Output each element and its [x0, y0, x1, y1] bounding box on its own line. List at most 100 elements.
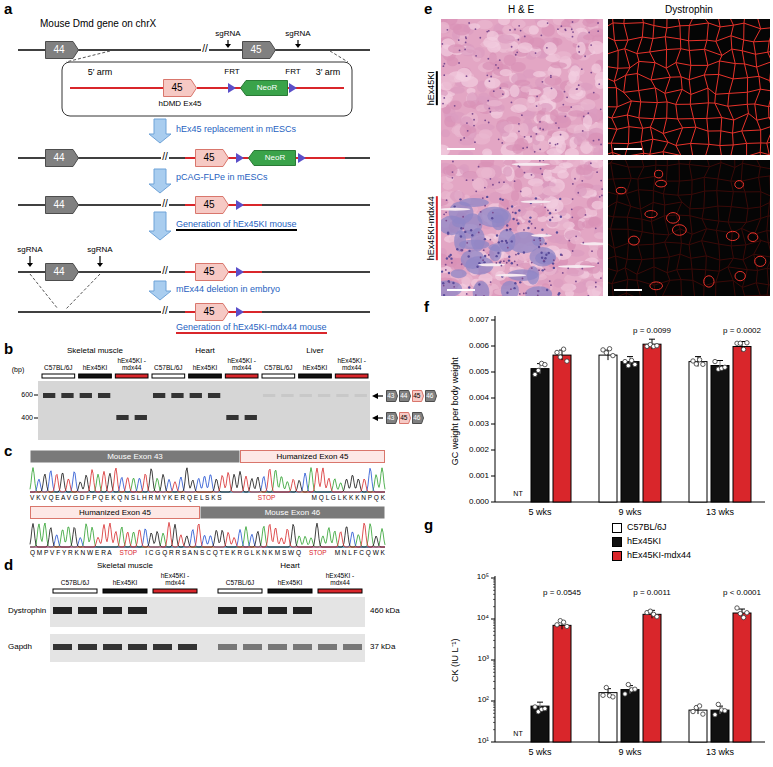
fiber-outline: [616, 88, 618, 107]
fiber-outline: [690, 216, 692, 235]
myofiber: [447, 57, 459, 67]
myofiber: [558, 27, 575, 38]
fiber-outline: [742, 153, 744, 163]
nucleus: [495, 262, 497, 264]
minor-tick: [493, 584, 495, 585]
fiber-outline: [716, 221, 718, 230]
fiber-outline: [638, 189, 653, 191]
minor-tick: [493, 681, 495, 682]
fiber-outline: [598, 167, 604, 180]
nucleus: [556, 231, 558, 233]
nucleus: [542, 81, 544, 83]
fiber-outline: [680, 229, 681, 243]
fiber-outline: [612, 107, 617, 118]
fiber-outline: [755, 104, 757, 120]
myofiber: [482, 149, 492, 157]
nucleus: [557, 293, 559, 295]
fiber-outline: [690, 208, 704, 210]
nucleus: [539, 240, 541, 242]
stain-ground: [608, 160, 770, 296]
gel-band: [263, 394, 275, 397]
strain-bar: [299, 374, 332, 378]
fiber-outline: [680, 296, 682, 312]
nucleus: [467, 130, 469, 132]
fiber-outline: [666, 63, 676, 69]
nucleus: [520, 30, 522, 32]
fiber-outline: [757, 120, 761, 130]
axis-tick: [491, 578, 495, 579]
axis-tick: [491, 660, 495, 661]
fiber-outline: [639, 117, 654, 119]
tissue-gap: [521, 200, 551, 203]
myofiber: [574, 136, 583, 145]
nucleus: [514, 260, 516, 262]
nucleus: [541, 257, 543, 259]
fiber-outline: [708, 61, 720, 65]
fiber-outline: [678, 155, 679, 164]
nucleus: [533, 239, 535, 241]
nucleus: [458, 62, 460, 64]
nucleus: [445, 211, 447, 213]
fiber-outline: [759, 176, 770, 177]
sgrna-arrow: [225, 44, 231, 48]
dna-line: [262, 311, 370, 313]
fiber-outline: [707, 117, 722, 119]
fiber-outline: [689, 65, 691, 79]
nucleus: [448, 281, 450, 283]
nucleus: [572, 36, 574, 38]
fiber-outline: [613, 293, 626, 298]
bar: [553, 625, 571, 742]
nucleus: [492, 184, 494, 186]
fiber-outline: [769, 115, 773, 118]
nucleus: [517, 222, 519, 224]
gel-band: [226, 415, 238, 420]
gel-band: [355, 394, 367, 397]
nucleus: [547, 209, 549, 211]
fiber-outline: [691, 88, 708, 94]
myofiber: [566, 268, 584, 277]
fiber-outline: [692, 177, 704, 180]
myofiber: [586, 280, 596, 289]
nucleus: [527, 227, 529, 229]
chromatogram-trace: [30, 468, 385, 492]
nucleus: [484, 205, 486, 207]
fiber-outline: [744, 40, 754, 42]
fiber-outline: [689, 151, 692, 165]
fiber-outline: [602, 35, 604, 55]
nucleus: [442, 282, 444, 284]
fiber-outline: [730, 145, 733, 159]
data-point: [601, 693, 605, 697]
fiber-outline: [731, 207, 748, 209]
fiber-outline: [654, 103, 657, 119]
fiber-outline: [666, 102, 667, 118]
fiber-outline: [769, 155, 773, 159]
fiber-outline: [705, 49, 708, 65]
fiber-outline: [704, 297, 707, 310]
fiber-outline: [676, 128, 683, 146]
fiber-outline: [767, 231, 768, 243]
fiber-outline: [598, 190, 605, 209]
fiber-outline: [601, 299, 603, 309]
axis-tick: [491, 450, 495, 451]
fiber-outline: [677, 254, 680, 270]
myofiber: [521, 111, 534, 119]
myofiber: [537, 123, 553, 131]
fiber-outline: [703, 16, 709, 23]
nucleus: [546, 47, 548, 49]
nucleus: [524, 172, 526, 174]
fiber-outline: [730, 36, 732, 49]
nucleus: [565, 29, 567, 31]
revertant-fiber: [704, 276, 714, 287]
infiltrate: [431, 280, 462, 297]
nucleus: [510, 288, 512, 290]
fiber-outline: [650, 152, 663, 155]
fiber-outline: [627, 115, 629, 127]
nucleus: [572, 21, 574, 23]
fiber-outline: [611, 217, 614, 229]
fiber-outline: [598, 190, 617, 195]
fiber-outline: [665, 235, 669, 242]
fiber-outline: [767, 140, 773, 144]
fiber-outline: [756, 157, 761, 166]
nucleus: [460, 227, 462, 229]
